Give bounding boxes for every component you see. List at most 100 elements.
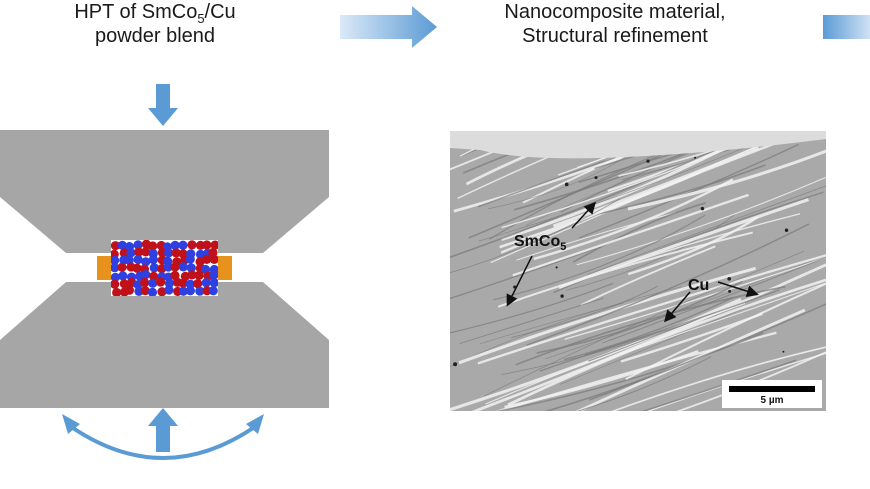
lower-anvil: [0, 282, 329, 408]
pore-dot: [727, 276, 732, 281]
lamella-streak: [513, 131, 740, 211]
smco5-particle: [164, 278, 175, 288]
lamella-streak: [610, 213, 801, 271]
smco5-particle: [163, 262, 173, 272]
lamella-streak: [576, 356, 712, 411]
smco5-particle: [149, 263, 159, 273]
lamella-streak: [493, 214, 706, 301]
lamella-streak: [560, 305, 752, 385]
lamella-streak: [552, 145, 760, 228]
nanocomposite-title: Nanocomposite material, Structural refin…: [470, 0, 760, 48]
lamella-streak: [501, 146, 732, 229]
lamella-streak: [450, 245, 602, 300]
upper-anvil: [0, 130, 329, 253]
smco5-particle: [209, 278, 218, 288]
hpt-title-line2: powder blend: [94, 25, 216, 47]
smco5-particle: [208, 286, 218, 296]
powder-particles: [111, 240, 218, 296]
lamella-streak: [489, 131, 718, 240]
cu-particle: [112, 287, 122, 296]
cu-particle: [140, 286, 150, 296]
pressure-arrow-down: [148, 84, 178, 126]
cu-particle: [210, 240, 218, 250]
cu-particle: [119, 248, 129, 258]
cu-particle: [140, 277, 150, 288]
smco5-particle: [133, 240, 143, 250]
smco5-particle: [178, 286, 189, 296]
lamella-streak: [602, 256, 826, 344]
pore-dot: [564, 182, 569, 187]
nanocomposite-title-line2: Structural refinement: [522, 25, 708, 47]
cu-particle: [187, 270, 197, 280]
pore-dot: [453, 362, 458, 367]
hpt-title-line1: HPT of SmCo5/Cu: [74, 1, 236, 26]
smco5-particle: [118, 271, 128, 281]
pointer-cu-left: [664, 291, 691, 323]
gasket-left: [97, 256, 111, 280]
lamella-streak: [500, 138, 786, 254]
lamella-streak: [564, 297, 734, 361]
lamella-streak: [641, 359, 797, 411]
lamella-streak: [580, 245, 716, 306]
lamella-streak: [495, 332, 764, 411]
pointer-smco5-down: [506, 255, 533, 307]
cu-particle: [193, 279, 203, 289]
smco5-particle: [178, 240, 188, 250]
smco5-particle: [185, 279, 195, 289]
cu-particle: [141, 247, 151, 257]
lamella-streak: [471, 263, 826, 411]
lamella-streak: [477, 254, 826, 365]
rotation-arrow: [68, 424, 258, 460]
lamella-streak: [459, 297, 604, 345]
cu-particle: [208, 247, 218, 258]
cu-particle: [209, 254, 218, 264]
smco5-particle: [141, 257, 151, 267]
label-cu: Cu: [688, 277, 709, 294]
lamella-streak: [611, 346, 826, 411]
smco5-particle: [111, 255, 120, 265]
lamella-streak: [536, 280, 743, 354]
lamella-streak: [488, 154, 630, 210]
lamella-streak: [500, 131, 761, 241]
lamella-streak: [450, 282, 614, 334]
pore-dot: [728, 289, 732, 293]
lamella-streak: [627, 215, 759, 276]
cu-particle: [202, 254, 212, 264]
cu-particle: [187, 240, 197, 250]
pore-dot: [700, 206, 705, 211]
cu-particle: [148, 241, 158, 251]
lamella-streak: [601, 282, 826, 362]
lamella-streak: [588, 303, 826, 401]
smco5-particle: [185, 254, 195, 264]
smco5-particle: [126, 248, 136, 258]
gasket-right: [218, 256, 232, 280]
cu-particle: [171, 248, 181, 258]
cu-particle: [155, 277, 166, 287]
lamella-streak: [450, 198, 621, 274]
rotation-arrowhead-right: [246, 414, 264, 434]
smco5-particle: [201, 278, 211, 288]
lamella-streak: [565, 214, 735, 291]
hpt-title: HPT of SmCo5/Cu powder blend: [45, 0, 265, 48]
process-arrow-2: [823, 15, 870, 39]
pore-dot: [594, 176, 598, 180]
cu-particle: [170, 262, 180, 272]
lamella-streak: [533, 178, 734, 261]
pointer-smco5-up: [571, 201, 597, 229]
pore-dot: [560, 294, 564, 298]
pore-dot: [782, 350, 785, 353]
lamella-streak: [578, 143, 799, 239]
cu-particle: [124, 285, 135, 295]
smco5-particle: [141, 270, 151, 280]
cu-particle: [134, 247, 144, 257]
lamella-streak: [516, 212, 677, 261]
lamella-streak: [512, 193, 750, 277]
smco5-particle: [117, 240, 127, 250]
smco5-particle: [111, 263, 120, 273]
cu-particle: [111, 279, 120, 289]
lamella-streak: [572, 201, 706, 263]
lamella-streak: [478, 132, 780, 242]
nanocomposite-title-line1: Nanocomposite material,: [504, 1, 726, 23]
smco5-particle: [209, 270, 218, 280]
